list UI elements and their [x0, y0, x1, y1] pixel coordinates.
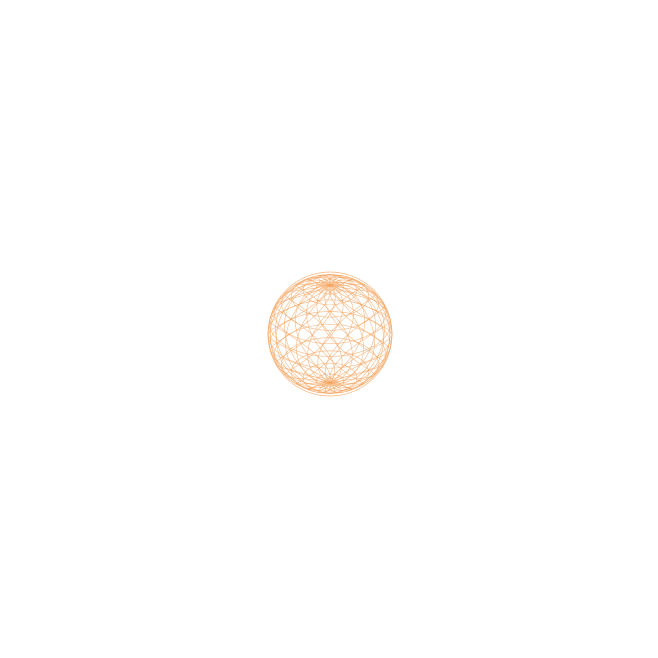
sphere-outline	[267, 271, 393, 397]
latitude-ring	[281, 276, 379, 331]
latitude-ring	[302, 362, 358, 394]
latitude-ring	[315, 278, 345, 295]
latitude-ring	[315, 373, 345, 390]
latitude-ring	[267, 299, 393, 369]
latitude-ring	[269, 311, 391, 379]
latitude-ring	[273, 281, 387, 344]
wireframe-sphere	[267, 271, 393, 397]
latitude-ring	[291, 274, 369, 318]
latitude-ring	[281, 337, 379, 392]
latitude-ring	[269, 289, 391, 357]
latitude-ring	[291, 350, 369, 394]
latitude-ring	[302, 274, 358, 306]
latitude-ring	[273, 324, 387, 387]
